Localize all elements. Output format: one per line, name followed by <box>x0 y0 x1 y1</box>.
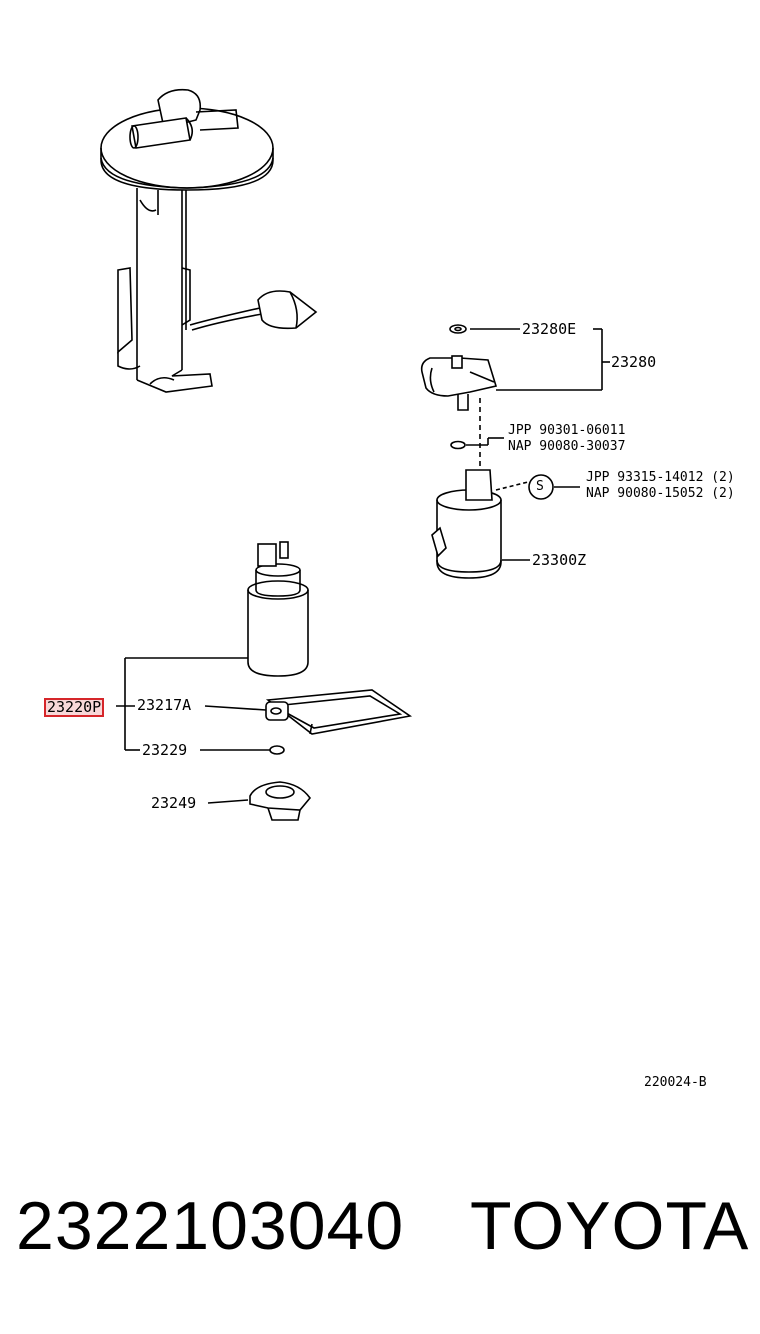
fuel-sender-assembly <box>100 88 318 393</box>
brand-name: TOYOTA <box>470 1188 750 1264</box>
fuel-pump-assembly <box>116 541 413 821</box>
drawing-number: 220024-B <box>644 1075 707 1090</box>
label-nap-90080-15052: NAP 90080-15052 (2) <box>586 486 735 501</box>
s-symbol-label: S <box>536 479 544 494</box>
label-jpp-90301: JPP 90301-06011 <box>508 423 626 438</box>
label-23217a: 23217A <box>137 696 192 714</box>
label-23280: 23280 <box>611 353 657 371</box>
label-jpp-93315: JPP 93315-14012 (2) <box>586 470 735 485</box>
label-nap-90080-30037: NAP 90080-30037 <box>508 439 626 454</box>
label-23220p-highlighted[interactable]: 23220P <box>44 698 105 717</box>
pump-bracket-assembly <box>420 324 610 579</box>
label-23300z: 23300Z <box>532 551 587 569</box>
label-23229: 23229 <box>142 741 188 759</box>
label-23249: 23249 <box>151 794 197 812</box>
part-number: 2322103040 <box>16 1188 405 1264</box>
label-23280e: 23280E <box>522 320 577 338</box>
